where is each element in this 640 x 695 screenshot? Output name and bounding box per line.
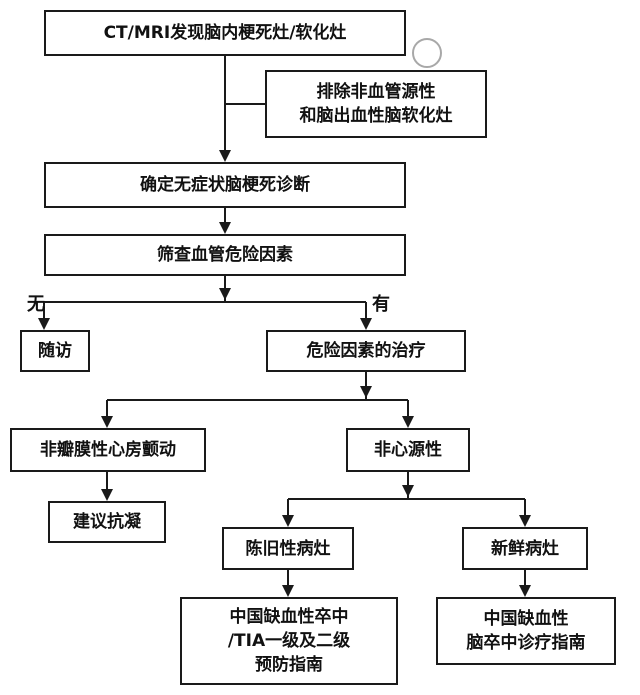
node-anticoag-text: 建议抗凝 — [73, 512, 141, 532]
node-anticoag: 建议抗凝 — [48, 501, 166, 543]
node-guide-prevention-line1: 中国缺血性卒中 — [229, 607, 349, 627]
node-noncardiac: 非心源性 — [346, 428, 470, 472]
node-old-lesion-text: 陈旧性病灶 — [245, 538, 331, 559]
node-diagnose: 确定无症状脑梗死诊断 — [44, 162, 406, 208]
node-guide-treatment: 中国缺血性 脑卒中诊疗指南 — [436, 597, 616, 665]
branch-label-no: 无 — [27, 294, 45, 315]
node-new-lesion-text: 新鲜病灶 — [491, 538, 559, 559]
node-guide-treatment-line2: 脑卒中诊疗指南 — [466, 633, 586, 653]
node-new-lesion: 新鲜病灶 — [462, 527, 588, 570]
node-guide-prevention-line2: /TIA一级及二级 — [227, 631, 351, 651]
node-exclude: 排除非血管源性 和脑出血性脑软化灶 — [265, 70, 487, 138]
watermark-logo — [408, 30, 483, 54]
node-guide-treatment-line1: 中国缺血性 — [483, 609, 569, 629]
node-followup-text: 随访 — [38, 341, 72, 361]
node-treat-text: 危险因素的治疗 — [306, 341, 426, 361]
node-diagnose-text: 确定无症状脑梗死诊断 — [140, 175, 310, 195]
node-screen-text: 筛查血管危险因素 — [157, 245, 293, 265]
node-screen: 筛查血管危险因素 — [44, 234, 406, 276]
node-exclude-line1: 排除非血管源性 — [316, 82, 436, 102]
node-af-text: 非瓣膜性心房颤动 — [40, 440, 176, 460]
watermark-seal-icon — [412, 38, 442, 68]
node-old-lesion: 陈旧性病灶 — [222, 527, 354, 570]
node-noncardiac-text: 非心源性 — [374, 440, 442, 460]
node-detect: CT/MRI发现脑内梗死灶/软化灶 — [44, 10, 406, 56]
node-followup: 随访 — [20, 330, 90, 372]
node-af: 非瓣膜性心房颤动 — [10, 428, 206, 472]
node-treat: 危险因素的治疗 — [266, 330, 466, 372]
node-detect-text: CT/MRI发现脑内梗死灶/软化灶 — [103, 23, 347, 43]
node-guide-prevention-line3: 预防指南 — [254, 655, 323, 675]
node-guide-prevention: 中国缺血性卒中 /TIA一级及二级 预防指南 — [180, 597, 398, 685]
branch-label-yes: 有 — [372, 294, 390, 315]
node-exclude-line2: 和脑出血性脑软化灶 — [299, 106, 453, 126]
